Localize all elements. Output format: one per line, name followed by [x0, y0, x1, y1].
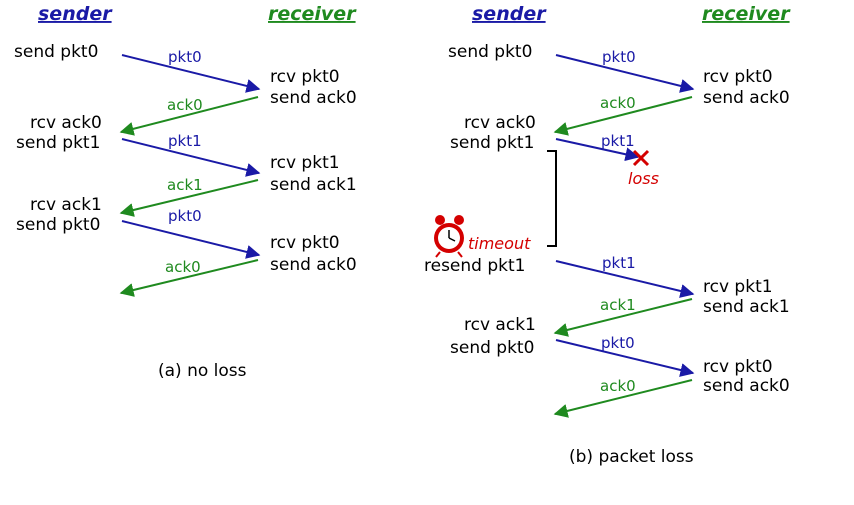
- panel-b-sender-event: rcv ack0: [464, 113, 536, 133]
- panel-a-receiver-event: rcv pkt1: [270, 153, 340, 173]
- panel-a-receiver-event: rcv pkt0: [270, 67, 340, 87]
- panel-a-message-label: ack1: [167, 176, 203, 194]
- panel-a-message-label: pkt0: [168, 48, 202, 66]
- panel-b-caption: (b) packet loss: [569, 447, 694, 467]
- panel-a-sender-header: sender: [38, 3, 113, 25]
- panel-b-message-label: ack0: [600, 94, 636, 112]
- panel-b-sender-event: rcv ack1: [464, 315, 536, 335]
- panel-a-receiver-event: send ack0: [270, 255, 357, 275]
- panel-b-ack-arrow: [553, 379, 693, 418]
- panel-b-message-label: pkt1: [602, 254, 636, 272]
- panel-a-message-label: ack0: [165, 258, 201, 276]
- panel-a-ack-arrow: [119, 96, 259, 136]
- timeout-label: timeout: [468, 234, 531, 253]
- panel-a: sender receiver send pkt0 rcv ack0 send …: [14, 3, 357, 381]
- loss-label: loss: [628, 169, 659, 188]
- panel-a-ack-arrow: [119, 259, 259, 297]
- panel-b-receiver-event: rcv pkt0: [703, 67, 773, 87]
- alarm-clock-icon: [434, 215, 464, 258]
- panel-a-sender-event: send pkt1: [16, 133, 100, 153]
- panel-a-receiver-event: send ack0: [270, 88, 357, 108]
- panel-a-receiver-event: send ack1: [270, 175, 357, 195]
- panel-a-receiver-event: rcv pkt0: [270, 233, 340, 253]
- panel-b-message-label: ack0: [600, 377, 636, 395]
- panel-b-receiver-header: receiver: [702, 3, 791, 25]
- panel-a-message-label: pkt0: [168, 207, 202, 225]
- panel-b-sender-event: send pkt0: [448, 42, 532, 62]
- panel-b-pkt-arrow: [555, 260, 695, 298]
- panel-a-ack-arrow: [119, 179, 259, 217]
- panel-b-message-label: pkt0: [602, 48, 636, 66]
- x-mark-icon: [632, 149, 650, 167]
- panel-a-message-label: ack0: [167, 96, 203, 114]
- panel-b-sender-header: sender: [472, 3, 547, 25]
- panel-b-receiver-event: rcv pkt0: [703, 357, 773, 377]
- panel-a-sender-event: rcv ack1: [30, 195, 102, 215]
- panel-b-pkt-arrow: [555, 339, 695, 377]
- panel-a-caption: (a) no loss: [158, 361, 247, 381]
- panel-b-receiver-event: send ack0: [703, 88, 790, 108]
- panel-a-sender-event: rcv ack0: [30, 113, 102, 133]
- panel-b-ack-arrow: [553, 298, 693, 337]
- panel-a-receiver-header: receiver: [268, 3, 357, 25]
- panel-b-receiver-event: send ack1: [703, 297, 790, 317]
- panel-b-receiver-event: send ack0: [703, 376, 790, 396]
- panel-a-pkt-arrow: [121, 220, 261, 259]
- panel-a-sender-event: send pkt0: [16, 215, 100, 235]
- panel-b: sender receiver send pkt0 rcv ack0 send …: [424, 3, 791, 467]
- panel-b-message-label: ack1: [600, 296, 636, 314]
- panel-b-sender-event: send pkt1: [450, 133, 534, 153]
- panel-b-sender-event: resend pkt1: [424, 256, 525, 276]
- panel-b-lost-pkt-arrow: [555, 138, 640, 162]
- panel-b-receiver-event: rcv pkt1: [703, 277, 773, 297]
- panel-b-message-label: pkt0: [601, 334, 635, 352]
- timeout-bracket: [547, 150, 557, 247]
- panel-b-message-label: pkt1: [601, 132, 635, 150]
- panel-a-pkt-arrow: [121, 138, 261, 177]
- panel-a-message-label: pkt1: [168, 132, 202, 150]
- panel-a-sender-event: send pkt0: [14, 42, 98, 62]
- panel-b-pkt-arrow: [555, 54, 695, 93]
- panel-a-pkt-arrow: [121, 54, 261, 93]
- panel-b-ack-arrow: [553, 96, 693, 136]
- panel-b-sender-event: send pkt0: [450, 338, 534, 358]
